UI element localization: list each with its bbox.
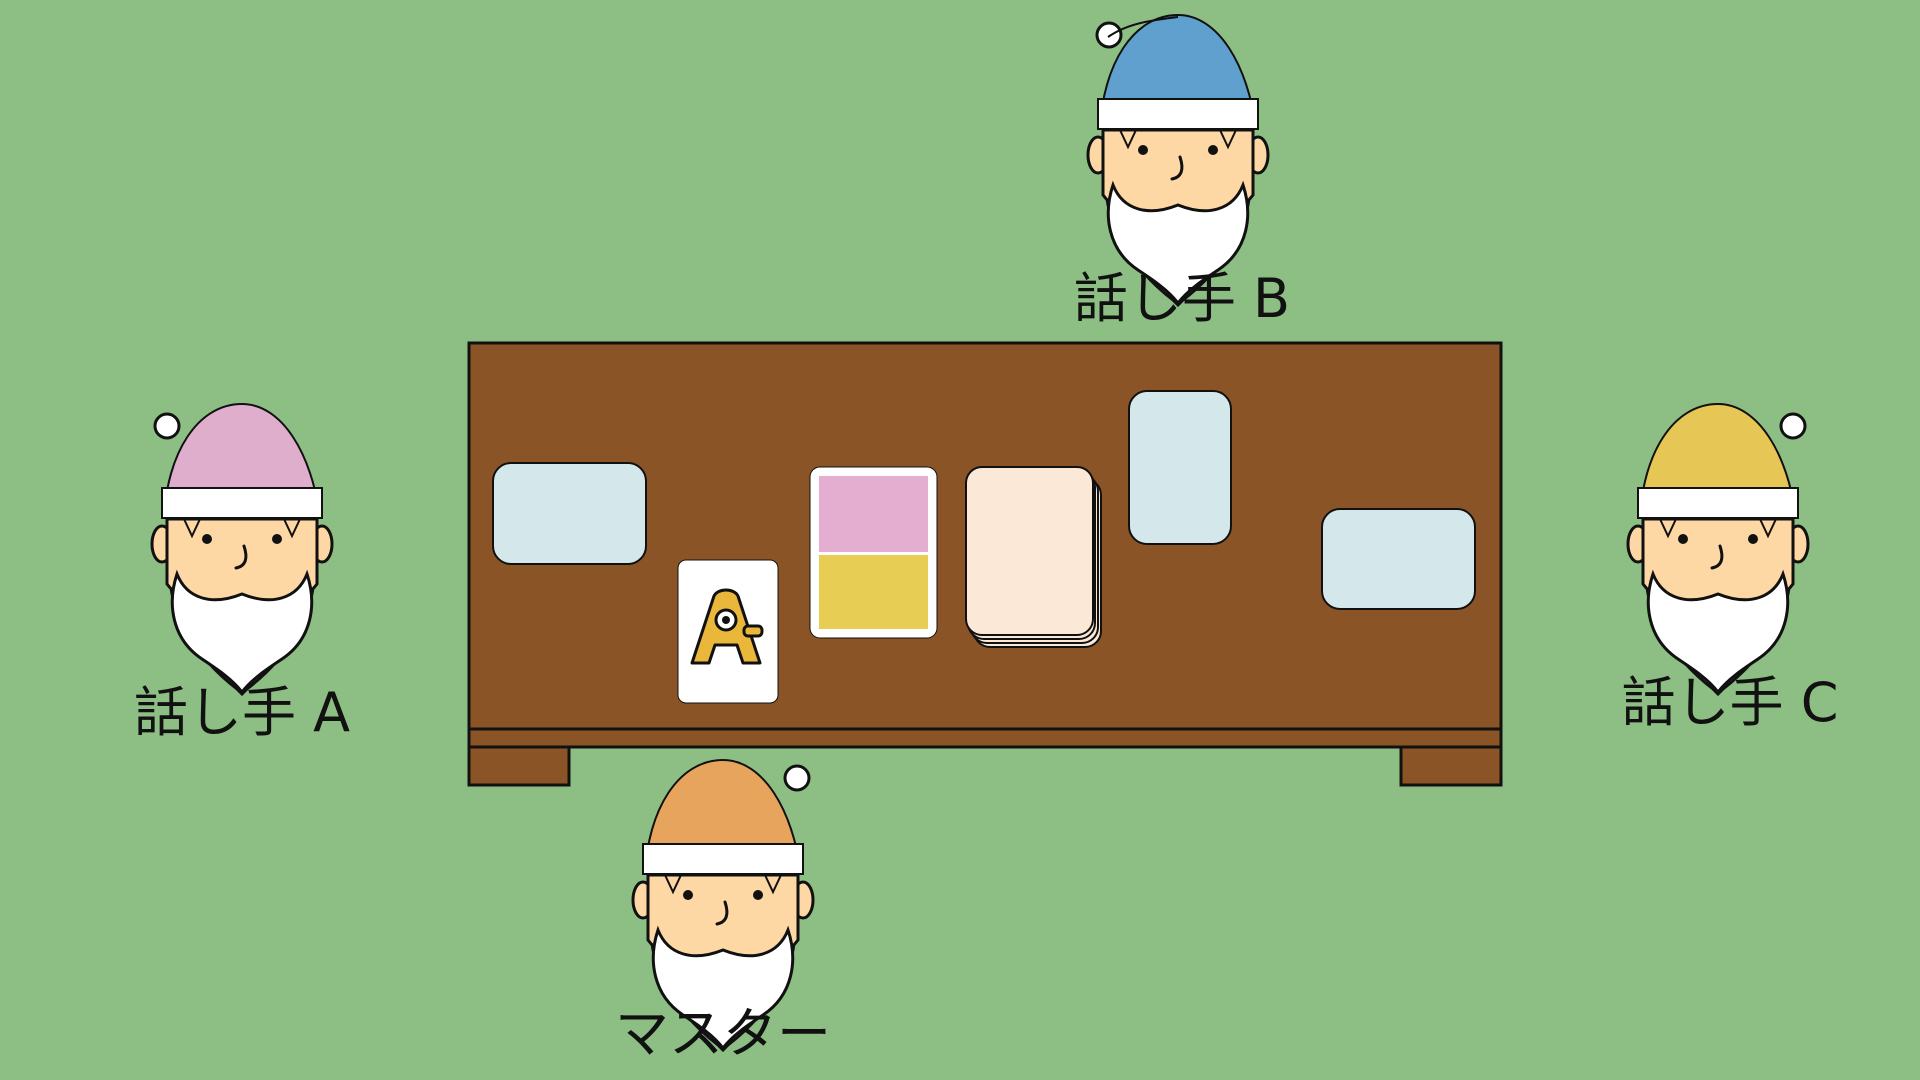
split-card-bottom: [819, 555, 928, 629]
speaker-a-card: [492, 462, 647, 565]
speaker-b-card: [1128, 390, 1232, 545]
speaker-b-label: 話し手 B: [1073, 267, 1291, 330]
santa-hat-icon: [1095, 13, 1259, 130]
speaker-c-card: [1321, 508, 1476, 610]
speaker-c-figure: [1626, 402, 1810, 696]
santa-face-icon: [150, 517, 334, 696]
santa-hat-icon: [1637, 402, 1807, 519]
letter-a-icon: [690, 588, 764, 665]
santa-hat-icon: [642, 758, 811, 875]
table-rail: [467, 727, 1503, 749]
table-leg-left: [467, 745, 571, 787]
santa-face-icon: [1626, 517, 1810, 696]
master-figure: [631, 758, 815, 1052]
card-deck: [965, 466, 1102, 648]
speaker-a-label: 話し手 A: [133, 681, 351, 744]
cards: [492, 390, 1476, 704]
split-card-top: [819, 476, 928, 552]
santa-hat-icon: [153, 402, 323, 519]
speaker-c-label: 話し手 C: [1621, 671, 1839, 734]
master-label: マスター: [615, 1002, 831, 1065]
speaker-b-figure: [1086, 13, 1270, 307]
table-leg-right: [1399, 745, 1503, 787]
speaker-a-figure: [150, 402, 334, 696]
